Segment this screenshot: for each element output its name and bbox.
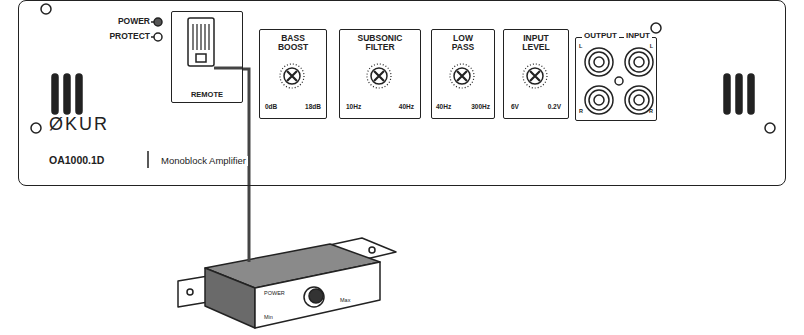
knob-scale (280, 64, 304, 88)
mount-hole (369, 247, 375, 253)
knob-scale (367, 64, 391, 88)
mount-hole (187, 289, 193, 295)
channel-letter: R (649, 108, 653, 114)
rca-jack (634, 95, 644, 105)
rca-box: OUTPUTINPUTLLRR (575, 37, 657, 121)
channel-letter: L (650, 43, 653, 49)
brand-logo: ØKUR (49, 115, 109, 135)
port-ribs (193, 24, 209, 50)
screw-hole (41, 4, 51, 14)
knob-scale (450, 64, 474, 88)
scale-value: 10Hz (346, 103, 361, 110)
rca-jack (589, 52, 609, 72)
power-led (154, 18, 162, 26)
led-leader (151, 21, 154, 23)
panel-title: SUBSONIC FILTER (358, 34, 403, 53)
control-box: LOW PASS 40Hz 300Hz (431, 29, 495, 119)
scale-value: 0dB (265, 103, 277, 110)
screw-hole (31, 123, 41, 133)
led-label: PROTECT (109, 32, 150, 41)
vent-slot (724, 74, 730, 114)
rca-jack (634, 57, 644, 67)
amplifier-panel: ØKUR OA1000.1D Monoblock Amplifier REMOTE BA… (18, 0, 786, 186)
channel-letter: R (579, 108, 583, 114)
knob-mark (287, 71, 297, 81)
led-leader (151, 36, 154, 38)
screw-hole (651, 23, 661, 33)
panel-title: INPUT (624, 32, 652, 41)
scale-value: 40Hz (399, 103, 414, 110)
vent-slot (736, 74, 742, 114)
product-type: Monoblock Amplifier (159, 156, 248, 166)
channel-letter: L (579, 43, 582, 49)
knob-mark (530, 71, 540, 81)
remote-knob (304, 287, 324, 307)
scale-value: 6V (511, 103, 519, 110)
knob (527, 68, 543, 84)
rca-jack (625, 48, 653, 76)
control-box: BASS BOOST 0dB 18dB (259, 29, 327, 119)
panel-title: INPUT LEVEL (522, 34, 549, 53)
rca-jack (585, 48, 613, 76)
port-tab (196, 54, 206, 62)
rca-jack (629, 52, 649, 72)
knob (371, 68, 387, 84)
remote-port (188, 18, 214, 66)
panel-title: BASS BOOST (278, 34, 308, 53)
remote-controller: POWER Min Max (244, 262, 380, 328)
remote-text: POWER (264, 290, 285, 296)
panel-title: OUTPUT (582, 32, 619, 41)
remote-text: Min (264, 314, 273, 320)
vent-slot (76, 74, 82, 114)
vent-slot (52, 74, 58, 114)
remote-side-face (205, 268, 255, 328)
remote-cable (214, 67, 242, 70)
knob (284, 68, 300, 84)
scale-value: 0.2V (548, 103, 561, 110)
ground-point (615, 77, 623, 85)
vent-slot (64, 74, 70, 114)
rca-jack (589, 90, 609, 110)
scale-value: 40Hz (436, 103, 451, 110)
remote-front-face (255, 262, 380, 328)
vent-slot (748, 74, 754, 114)
rca-jack (594, 95, 604, 105)
rca-jack (585, 86, 613, 114)
knob-mark (457, 71, 467, 81)
scale-value: 300Hz (471, 103, 490, 110)
model-number: OA1000.1D (49, 155, 104, 167)
panel-title: REMOTE (191, 91, 223, 99)
control-box: SUBSONIC FILTER 10Hz 40Hz (339, 29, 421, 119)
separator-bar (147, 151, 149, 168)
control-box: INPUT LEVEL 6V 0.2V (503, 29, 569, 119)
remote-text: Max (340, 297, 350, 303)
rca-jack (629, 90, 649, 110)
scale-value: 18dB (305, 103, 321, 110)
remote-box: REMOTE (171, 11, 243, 103)
rca-jack (594, 57, 604, 67)
rca-jack (625, 86, 653, 114)
protect-led (154, 33, 162, 41)
screw-hole (765, 123, 775, 133)
mount-tab (178, 276, 208, 307)
knob (454, 68, 470, 84)
remote-knob (309, 289, 323, 303)
panel-title: LOW PASS (452, 34, 475, 53)
led-label: POWER (118, 17, 150, 26)
knob-scale (523, 64, 547, 88)
knob-mark (374, 71, 384, 81)
